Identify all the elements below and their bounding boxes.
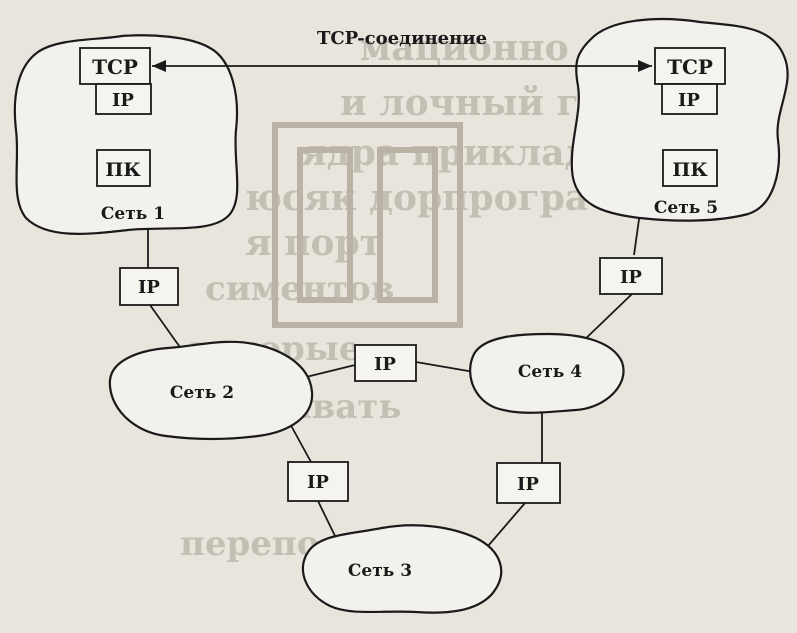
tcp-connection: TCP-соединение — [152, 28, 652, 72]
router-net1-net2 — [119, 267, 179, 306]
net3-cloud — [301, 524, 503, 614]
arrowhead-left-icon — [152, 60, 166, 72]
host-left-ip-label: IP — [112, 90, 134, 111]
routers: IP IP IP IP IP — [119, 257, 663, 504]
svg-text:я порт: я порт — [245, 222, 382, 264]
host-right-pc-box — [662, 149, 718, 187]
net5-cloud — [570, 18, 789, 222]
router-net5-net4-label: IP — [620, 267, 642, 288]
net3-label: Сеть 3 — [348, 561, 412, 581]
router-net1-net2-label: IP — [138, 277, 160, 298]
arrowhead-right-icon — [638, 60, 652, 72]
link-router24-net4 — [415, 361, 475, 373]
host-right-ip-box — [661, 83, 718, 115]
host-left-pc-box — [96, 149, 151, 187]
network-clouds — [13, 18, 789, 614]
host-right-ip-label: IP — [678, 90, 700, 111]
link-net2-router23 — [287, 419, 312, 463]
host-left-ip-box — [95, 83, 152, 115]
host-right-pc-label: ПК — [672, 159, 708, 181]
link-net5-router5 — [633, 211, 641, 256]
host-right: TCP IP ПК — [654, 47, 726, 187]
host-right-tcp-label: TCP — [667, 55, 713, 79]
net1-cloud — [13, 34, 239, 235]
link-router34-net3 — [487, 502, 526, 547]
net4-cloud — [469, 332, 625, 414]
net5-label: Сеть 5 — [654, 198, 718, 218]
host-left-pc-label: ПК — [105, 159, 141, 181]
link-router5-net4 — [579, 293, 633, 345]
router-net2-net3-label: IP — [307, 472, 329, 493]
host-right-tcp-box — [654, 47, 726, 85]
router-net2-net3 — [287, 461, 349, 502]
net2-label: Сеть 2 — [170, 383, 234, 403]
host-left-tcp-label: TCP — [92, 55, 138, 79]
net2-cloud — [108, 340, 314, 441]
router-net2-net4 — [354, 344, 417, 382]
host-left-tcp-box — [79, 47, 151, 85]
link-router1-net2 — [149, 304, 183, 351]
router-net4-net3-label: IP — [517, 474, 539, 495]
network-labels: Сеть 1 Сеть 5 Сеть 2 Сеть 4 Сеть 3 — [101, 198, 718, 581]
net1-label: Сеть 1 — [101, 204, 165, 224]
svg-text:юсяк дорпрогра: юсяк дорпрогра — [245, 177, 588, 219]
net4-label: Сеть 4 — [518, 362, 582, 382]
svg-text:мационно: мационно — [360, 27, 569, 69]
link-net2-router24 — [301, 364, 356, 379]
tcp-connection-label: TCP-соединение — [317, 28, 487, 49]
router-net2-net4-label: IP — [374, 354, 396, 375]
links — [123, 114, 691, 547]
router-net5-net4 — [599, 257, 663, 295]
host-left: TCP IP ПК — [79, 47, 152, 187]
link-router23-net3 — [317, 500, 337, 539]
router-net4-net3 — [496, 462, 561, 504]
